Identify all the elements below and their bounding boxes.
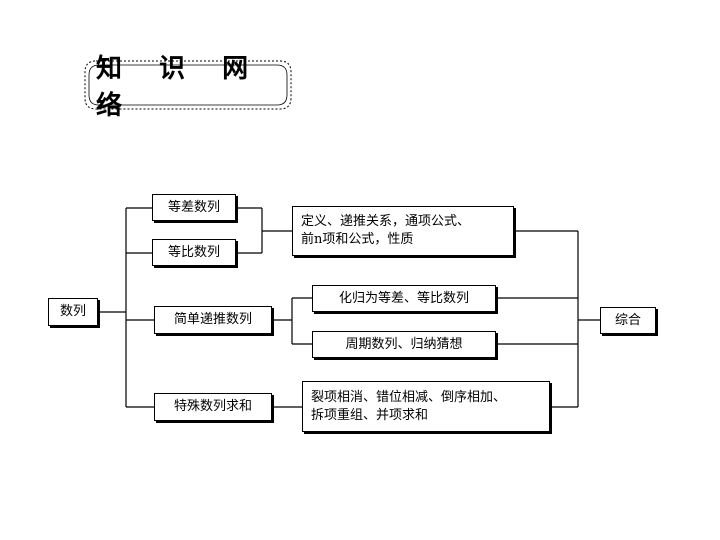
node-comprehensive: 综合 [600,307,656,334]
node-convert-to-arith-geo: 化归为等差、等比数列 [312,285,496,312]
node-arithmetic-sequence: 等差数列 [152,194,236,221]
node-summation-methods: 裂项相消、错位相减、倒序相加、 拆项重组、并项求和 [302,381,550,432]
node-special-sequence-sum: 特殊数列求和 [154,393,272,421]
title-frame [84,60,292,110]
node-sequence: 数列 [48,298,98,326]
node-geometric-sequence: 等比数列 [152,239,236,266]
node-periodic-induction: 周期数列、归纳猜想 [312,331,496,358]
node-definition-properties: 定义、递推关系，通项公式、 前n项和公式，性质 [292,206,514,256]
node-simple-recursive-sequence: 简单递推数列 [154,306,272,334]
